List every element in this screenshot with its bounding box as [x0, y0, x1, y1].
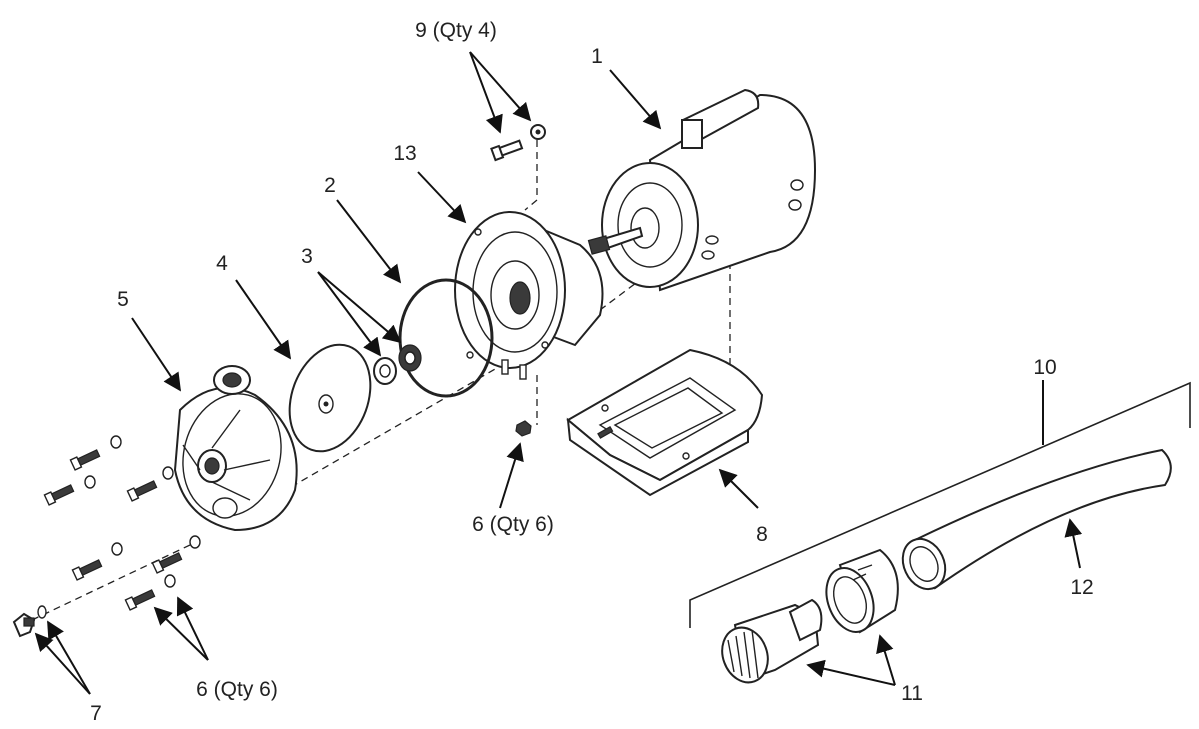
- callout-3: 3: [301, 245, 313, 268]
- kit-bracket: [689, 381, 1191, 628]
- callout-1: 1: [591, 45, 603, 68]
- callout-6-lower: 6 (Qty 6): [196, 678, 278, 701]
- callout-10: 10: [1033, 356, 1056, 379]
- hose: [901, 448, 1172, 591]
- hose-adapter: [721, 598, 823, 684]
- callout-12: 12: [1070, 576, 1093, 599]
- housing-bolts: [43, 449, 183, 611]
- callout-4: 4: [216, 252, 228, 275]
- housing-washers: [84, 435, 201, 588]
- drain-plug: [12, 605, 47, 638]
- motor-base: [566, 348, 764, 497]
- motor-adapter-bracket: [454, 211, 604, 380]
- shaft-seal: [373, 344, 422, 385]
- leader-lines: [34, 51, 1083, 695]
- callout-6-upper: 6 (Qty 6): [472, 513, 554, 536]
- callout-7: 7: [90, 702, 102, 725]
- callout-2: 2: [324, 174, 336, 197]
- pump-housing: [173, 365, 298, 532]
- bolt-alignment-line: [524, 140, 538, 425]
- bracket-nut: [515, 420, 532, 437]
- callout-8: 8: [756, 523, 768, 546]
- hose-nut: [825, 548, 899, 634]
- callout-5: 5: [117, 288, 129, 311]
- callout-13: 13: [393, 142, 416, 165]
- callout-11: 11: [901, 682, 923, 705]
- impeller: [288, 343, 372, 453]
- motor-bolt: [490, 139, 524, 162]
- callout-9: 9 (Qty 4): [415, 19, 497, 42]
- motor: [587, 88, 817, 292]
